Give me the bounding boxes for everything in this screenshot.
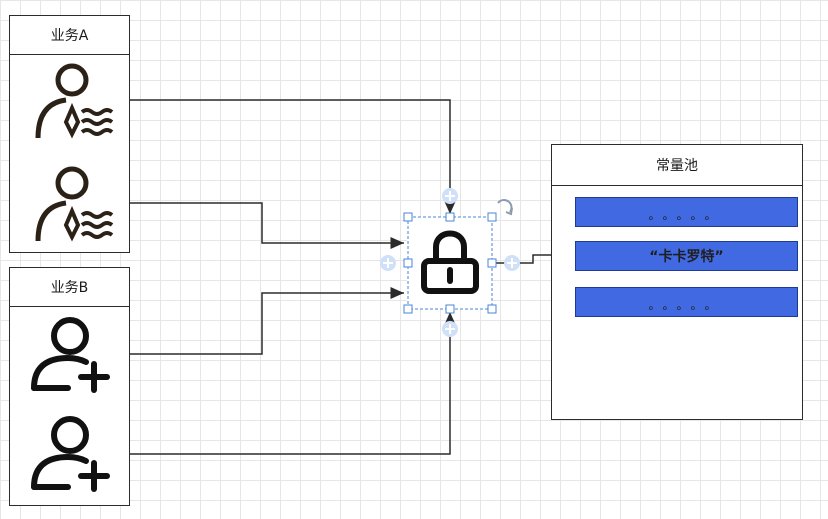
business-a-title: 业务A <box>10 16 129 55</box>
connector-b2-to-lock[interactable] <box>116 312 456 455</box>
resize-handle-ne[interactable] <box>487 212 497 222</box>
resize-handle-w[interactable] <box>403 258 413 268</box>
constant-pool-title: 常量池 <box>552 145 802 186</box>
add-handle-right-icon <box>504 255 520 271</box>
pool-entry[interactable]: “卡卡罗特” <box>575 241 798 271</box>
pool-entry[interactable]: 。。。。。 <box>575 197 798 227</box>
user-tie-icon <box>35 63 114 139</box>
add-connection-handles[interactable] <box>380 188 520 337</box>
connector-a1-to-lock[interactable] <box>118 99 456 214</box>
lock-icon <box>421 230 479 294</box>
connector-b1-to-lock[interactable] <box>116 287 404 355</box>
resize-handle-se[interactable] <box>487 304 497 314</box>
add-handle-left-icon <box>380 255 396 271</box>
lock-node[interactable] <box>407 217 493 310</box>
pool-entry[interactable]: 。。。。。 <box>575 287 798 317</box>
user-add-icon <box>31 416 110 492</box>
resize-handle-nw[interactable] <box>403 212 413 222</box>
resize-handle-n[interactable] <box>445 212 455 222</box>
user-tie-icon <box>35 166 114 242</box>
business-b-title: 业务B <box>10 268 129 307</box>
resize-handle-s[interactable] <box>445 304 455 314</box>
add-handle-bottom-icon <box>442 321 458 337</box>
resize-handle-e[interactable] <box>487 258 497 268</box>
user-add-icon <box>31 317 110 393</box>
resize-handle-sw[interactable] <box>403 304 413 314</box>
connector-a2-to-lock[interactable] <box>118 202 404 249</box>
rotate-handle-icon[interactable] <box>497 199 513 216</box>
constant-pool-box[interactable]: 常量池 。。。。。 “卡卡罗特” 。。。。。 <box>551 144 803 420</box>
add-handle-top-icon <box>442 188 458 204</box>
